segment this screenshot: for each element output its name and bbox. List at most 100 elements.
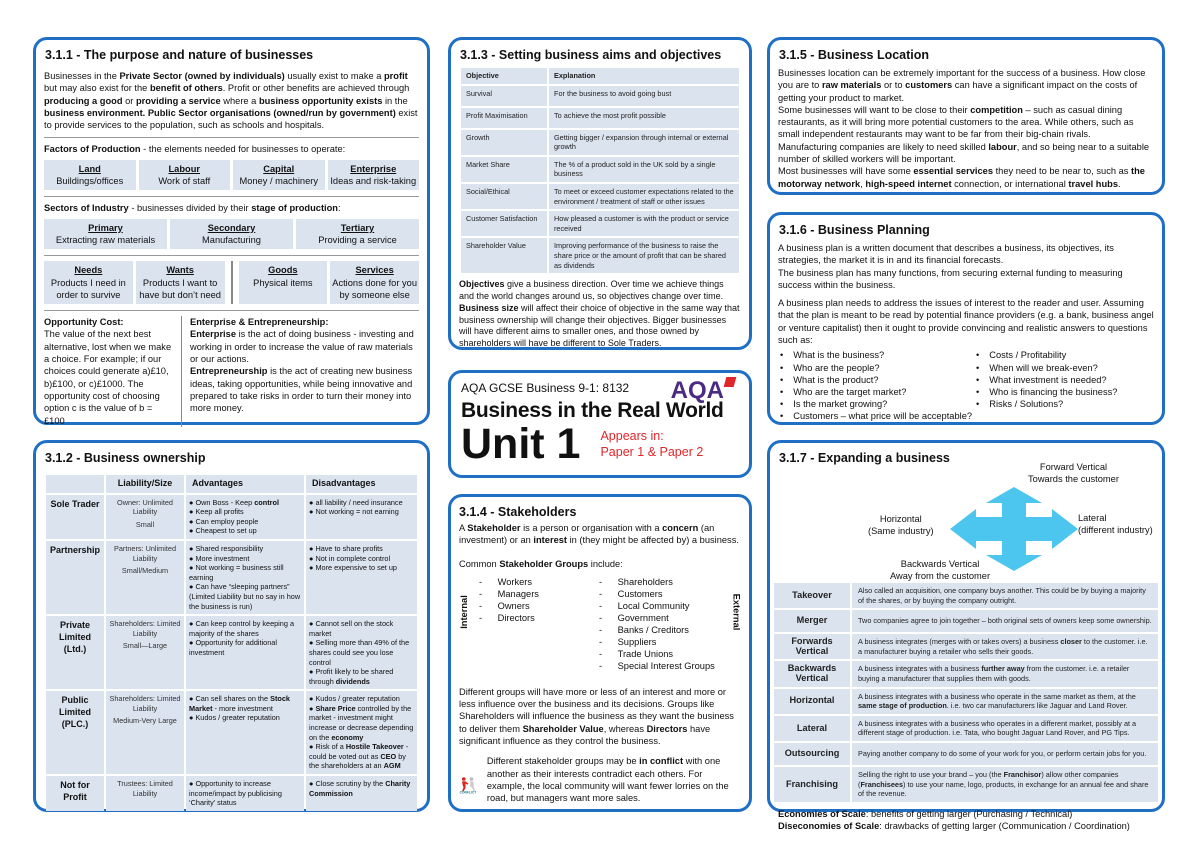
text-run: : drawbacks of getting larger (Communica… <box>879 821 1130 832</box>
four-way-arrow-icon <box>950 487 1078 571</box>
horizontal-label: Horizontal <box>879 514 922 524</box>
bold-text: Objectives <box>459 279 505 290</box>
cell-desc: Ideas and risk-taking <box>330 176 417 187</box>
bullet-item: ● More investment <box>189 553 250 563</box>
text-run: ) allow other companies ( <box>858 769 1119 789</box>
text-run: but may also exist for the <box>44 83 150 94</box>
text-run: Paying another company to do some of you… <box>858 749 1147 759</box>
objective: Shareholder Value <box>461 238 547 274</box>
text-run: Have to share profits <box>315 543 383 553</box>
forward-vertical-label: Forward Vertical <box>1039 462 1108 472</box>
text-run: Businesses in the <box>44 71 120 81</box>
internal-label: Internal <box>458 595 469 629</box>
text-run: include: <box>588 558 623 569</box>
bullet-item: ● Can sell shares on the Stock Market - … <box>189 694 290 713</box>
disadvantages: ● Have to share profits● Not in complete… <box>306 540 417 615</box>
cell-desc: Providing a service <box>318 234 397 245</box>
text-run: A business integrates with a business wh… <box>858 718 1137 738</box>
objective: Survival <box>461 85 547 106</box>
bullet-item: ● Own Boss - Keep control <box>189 497 279 507</box>
stakeholder-item: - Workers <box>479 576 533 587</box>
opportunity-cost-text: The value of the next best alternative, … <box>44 329 172 426</box>
liability: Shareholders: Limited Liability <box>109 694 181 713</box>
method-name: Forwards Vertical <box>774 634 850 660</box>
appears-in-label: Appears in: <box>600 429 664 443</box>
stakeholder-name: Suppliers <box>617 636 657 647</box>
stakeholder-item: - Customers <box>599 588 663 599</box>
text-run: (an investment) or an <box>459 523 715 546</box>
bold-text: Factors of Production <box>44 144 141 155</box>
entrepreneurship-text: Entrepreneurship is the act of creating … <box>190 365 419 414</box>
bold-text: providing a service <box>135 95 221 106</box>
text-run: A <box>459 523 468 533</box>
bold-text: CEO <box>380 751 397 761</box>
stakeholder-name: Banks / Creditors <box>617 624 689 635</box>
bold-text: Stakeholder Groups <box>499 558 589 569</box>
bullet-item: ● Cheapest to set up <box>189 526 257 536</box>
influence-text: Different groups will have more or less … <box>459 686 741 747</box>
text-run: - more investment <box>212 703 273 713</box>
list-item: What investment is needed? <box>974 374 1117 386</box>
objectives-text: Objectives give a business direction. Ov… <box>459 279 741 350</box>
text-run: from the customer. i.e. a retailer buyin… <box>858 664 1130 683</box>
text-run: connection, or international <box>951 178 1069 189</box>
text-run: Businesses location can be extremely imp… <box>778 68 1146 91</box>
stakeholder-name: Trade Unions <box>617 648 674 659</box>
bold-text: competition <box>970 104 1023 115</box>
panel-aims-objectives: 3.1.3 - Setting business aims and object… <box>448 37 752 350</box>
bold-text: concern <box>662 523 699 533</box>
liability-size: Trustees: Limited Liability <box>106 776 184 811</box>
text-run: Shared responsibility <box>195 543 264 553</box>
bold-text: profit <box>384 71 408 81</box>
opportunity-cost-title: Opportunity Cost: <box>44 317 124 328</box>
bullet-item: ● Not in complete control <box>309 553 391 563</box>
table-row: Public Limited (PLC.) Shareholders: Limit… <box>46 691 417 775</box>
text-run: Close scrutiny by the <box>315 779 386 789</box>
disadvantages: ● all liability / need insurance● Not wo… <box>306 494 417 539</box>
bullet-item: ● Can keep control by keeping a majority… <box>189 619 295 638</box>
stakeholder-item: - Directors <box>479 612 535 623</box>
method-name: Franchising <box>774 766 850 802</box>
text-run: More expensive to set up <box>315 563 397 573</box>
stakeholder-item: - Shareholders <box>599 576 673 587</box>
bold-text: Private Sector (owned by individuals) <box>119 71 285 81</box>
text-run: to the customer. i.e. a manufacturer buy… <box>858 637 1148 656</box>
text-run: Selling the right to use your brand – yo… <box>858 769 1004 779</box>
objective: Customer Satisfaction <box>461 211 547 237</box>
panel-stakeholders: 3.1.4 - Stakeholders A Stakeholder is a … <box>448 494 752 812</box>
explanation: Improving performance of the business to… <box>549 238 739 274</box>
external-label: External <box>731 593 742 631</box>
text-run: in (they might be affected by) a busines… <box>567 535 739 546</box>
cell-desc: Money / machinery <box>239 176 319 187</box>
text-run: A business integrates with a business <box>858 664 982 674</box>
bold-text: closer <box>1060 637 1082 647</box>
bold-text: stage of production <box>251 203 338 214</box>
cell-title: Secondary <box>207 222 256 233</box>
panel-business-location: 3.1.5 - Business Location Businesses loc… <box>767 37 1165 195</box>
list-item: Costs / Profitability <box>974 349 1117 361</box>
text-run: Can sell shares on the <box>195 694 271 704</box>
text-run: Cannot sell on the stock market <box>309 619 394 638</box>
text-run: in the <box>382 95 408 106</box>
bullet-item: ● Not working = not earning <box>309 507 399 517</box>
liability: Owner: Unlimited Liability <box>117 497 173 517</box>
bullet-item: ● Kudos / greater reputation <box>309 694 400 704</box>
text-run: usually exist to make a <box>284 71 384 81</box>
list-item: Is the market growing? <box>778 398 974 410</box>
row-name: Public Limited (PLC.) <box>46 691 104 775</box>
text-run: Kudos / greater reputation <box>195 713 280 723</box>
text-run: Keep all profits <box>195 507 244 517</box>
bullet-item: ● Risk of a Hostile Takeover - could be … <box>309 742 409 771</box>
text-run: Also called an acquisition, one company … <box>858 586 1146 605</box>
